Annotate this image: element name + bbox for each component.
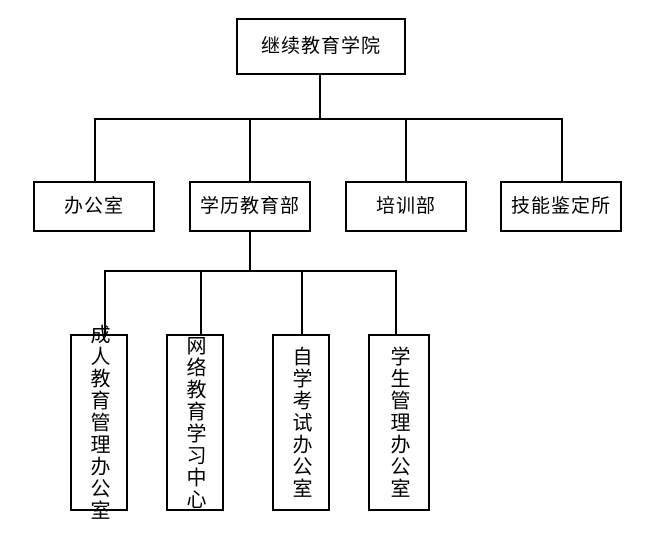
org-node-level2-1-label: 办公室 xyxy=(63,194,124,217)
org-node-level2-3-label: 培训部 xyxy=(375,194,436,217)
org-node-level3-2[interactable]: 网络教育学习中心 xyxy=(166,334,224,511)
org-node-level3-3[interactable]: 自学考试办公室 xyxy=(272,334,330,511)
org-node-level2-4-label: 技能鉴定所 xyxy=(510,194,611,217)
connector-level3-drop-3 xyxy=(301,270,303,334)
org-node-level3-1[interactable]: 成人教育管理办公室 xyxy=(70,324,128,522)
org-node-root-label: 继续教育学院 xyxy=(260,34,381,57)
connector-level2-drop-2 xyxy=(249,118,251,181)
connector-level2-drop-1 xyxy=(94,118,96,181)
connector-level2-drop-3 xyxy=(405,118,407,181)
connector-level2-bus xyxy=(94,118,563,120)
org-node-root[interactable]: 继续教育学院 xyxy=(236,18,406,75)
org-node-level3-4-label: 学生管理办公室 xyxy=(387,345,411,500)
connector-level3-drop-2 xyxy=(200,270,202,334)
org-node-level2-2-label: 学历教育部 xyxy=(199,194,300,217)
connector-level2-drop-4 xyxy=(561,118,563,181)
connector-level3-drop-1 xyxy=(104,270,106,334)
org-node-level3-3-label: 自学考试办公室 xyxy=(289,345,313,500)
connector-level3-drop-4 xyxy=(395,270,397,334)
connector-level3-bus xyxy=(104,270,397,272)
org-node-level3-1-label: 成人教育管理办公室 xyxy=(87,323,111,522)
org-node-level2-1[interactable]: 办公室 xyxy=(33,181,155,232)
connector-root-stem xyxy=(319,75,321,120)
org-node-level3-2-label: 网络教育学习中心 xyxy=(183,334,207,511)
org-node-level2-3[interactable]: 培训部 xyxy=(345,181,467,232)
org-node-level2-2[interactable]: 学历教育部 xyxy=(189,181,311,232)
org-node-level3-4[interactable]: 学生管理办公室 xyxy=(368,334,430,511)
org-node-level2-4[interactable]: 技能鉴定所 xyxy=(500,181,622,232)
connector-level3-stem xyxy=(249,232,251,272)
